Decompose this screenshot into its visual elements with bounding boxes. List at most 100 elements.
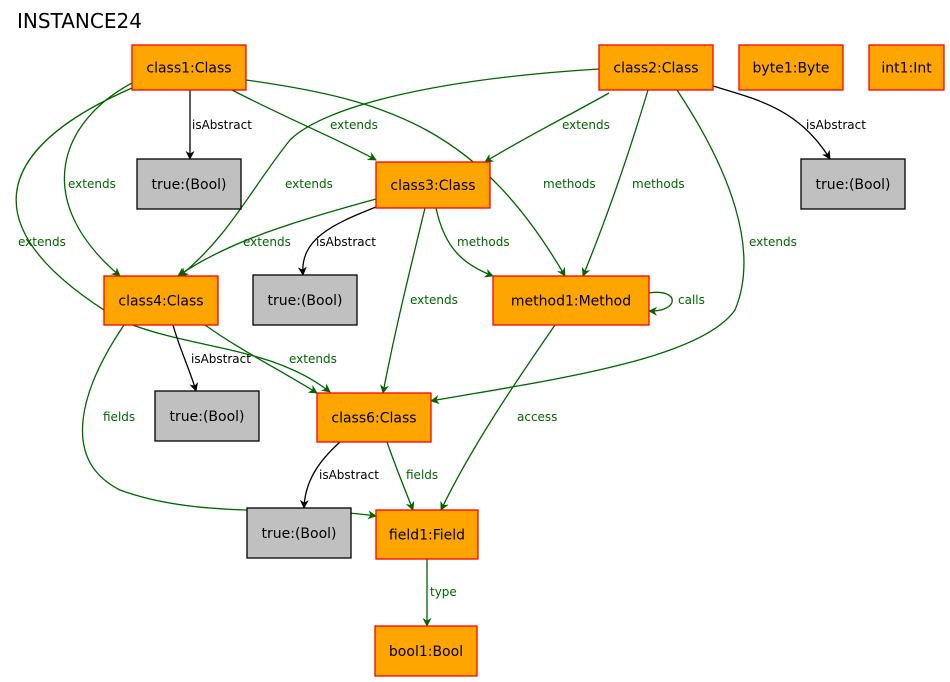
edge-c4-isabstract: isAbstract [172, 324, 251, 392]
edge-label: extends [330, 118, 378, 132]
node-box [246, 507, 352, 559]
edge-label: fields [103, 410, 135, 424]
node-box [492, 275, 650, 326]
edge-label: type [430, 585, 457, 599]
edge-c2-methods: methods [581, 89, 685, 277]
node-box [131, 44, 247, 91]
edge-c6-isabstract: isAbstract [299, 441, 379, 509]
edge-label: extends [18, 235, 66, 249]
node-label: true:(Bool) [170, 409, 245, 425]
node-class2: class2:Class [598, 44, 714, 91]
edge-c1-extends-c3: extends [231, 89, 378, 161]
node-class6: class6:Class [316, 392, 432, 443]
edge-label: isAbstract [192, 118, 252, 132]
edge-c1-isabstract: isAbstract [185, 90, 252, 160]
edge-line [648, 291, 673, 316]
node-class1: class1:Class [131, 44, 247, 91]
edge-c6-fields: fields [386, 441, 438, 511]
node-class3: class3:Class [375, 161, 491, 209]
diagram-title: INSTANCE24 [17, 9, 142, 33]
edge-label: isAbstract [316, 235, 376, 249]
node-box [252, 274, 358, 326]
edge-c2-extends-c4: extends [179, 68, 600, 277]
edge-label: extends [285, 177, 333, 191]
edge-line [231, 89, 377, 161]
edge-label: access [517, 410, 557, 424]
edge-line [177, 198, 377, 277]
edge-line [15, 87, 331, 393]
node-int1: int1:Int [868, 44, 945, 91]
node-class4: class4:Class [103, 275, 219, 326]
node-true1: true:(Bool) [136, 158, 242, 210]
node-label: field1:Field [389, 528, 465, 544]
node-bool1: bool1:Bool [374, 625, 478, 677]
edge-c1-methods: methods [245, 79, 596, 277]
edge-line [299, 441, 341, 509]
edge-line [245, 79, 566, 277]
edge-line [204, 324, 318, 394]
edge-line [430, 89, 745, 405]
edge-line [172, 324, 199, 392]
edge-label: isAbstract [806, 118, 866, 132]
node-method1: method1:Method [492, 275, 650, 326]
node-byte1: byte1:Byte [738, 44, 844, 91]
node-box [154, 390, 260, 442]
edge-c3-isabstract: isAbstract [297, 206, 377, 276]
edge-label: methods [632, 177, 685, 191]
node-field1: field1:Field [375, 509, 479, 560]
node-box [868, 44, 945, 91]
edge-m1-calls: calls [648, 291, 705, 316]
node-label: class2:Class [613, 61, 698, 77]
node-box [800, 158, 906, 210]
edge-label: extends [68, 177, 116, 191]
node-label: method1:Method [511, 294, 631, 310]
edge-label: isAbstract [319, 468, 379, 482]
edge-label: isAbstract [191, 352, 251, 366]
edge-line [712, 85, 831, 160]
node-box [374, 625, 478, 677]
node-label: true:(Bool) [816, 177, 891, 193]
node-label: class6:Class [331, 411, 416, 427]
node-box [316, 392, 432, 443]
edge-line [179, 68, 600, 277]
node-label: true:(Bool) [262, 526, 337, 542]
node-label: class1:Class [146, 61, 231, 77]
edge-label: methods [457, 235, 510, 249]
edge-line [440, 324, 556, 511]
node-label: true:(Bool) [268, 293, 343, 309]
node-label: bool1:Bool [389, 644, 463, 660]
node-label: true:(Bool) [152, 177, 227, 193]
edge-c3-extends-c6: extends [380, 207, 458, 394]
edge-m1-access: access [440, 324, 557, 511]
node-box [103, 275, 219, 326]
edge-line [380, 207, 426, 394]
edge-label: methods [543, 177, 596, 191]
edge-label: calls [678, 293, 705, 307]
node-box [375, 509, 479, 560]
node-box [375, 161, 491, 209]
node-box [598, 44, 714, 91]
edge-c3-methods: methods [435, 207, 510, 278]
edge-c2-extends-c3: extends [484, 92, 610, 163]
node-box [136, 158, 242, 210]
edge-c2-isabstract: isAbstract [712, 85, 866, 160]
node-box [738, 44, 844, 91]
node-true4: true:(Bool) [154, 390, 260, 442]
edge-label: extends [410, 293, 458, 307]
node-true3: true:(Bool) [252, 274, 358, 326]
edge-label: extends [562, 118, 610, 132]
edge-c1-extends-c4: extends [63, 81, 135, 277]
node-label: int1:Int [881, 61, 932, 77]
edge-c3-extends-c4: extends [177, 198, 377, 277]
node-label: class4:Class [118, 294, 203, 310]
edge-label: fields [406, 468, 438, 482]
edge-line [581, 89, 649, 277]
edge-line [297, 206, 377, 276]
edge-line [386, 441, 415, 511]
edge-label: extends [289, 352, 337, 366]
edge-line [484, 92, 610, 163]
nodes-layer: class1:Class class2:Class byte1:Byte int1:I… [103, 44, 945, 677]
edge-c1-extends-c6: extends [15, 87, 331, 393]
